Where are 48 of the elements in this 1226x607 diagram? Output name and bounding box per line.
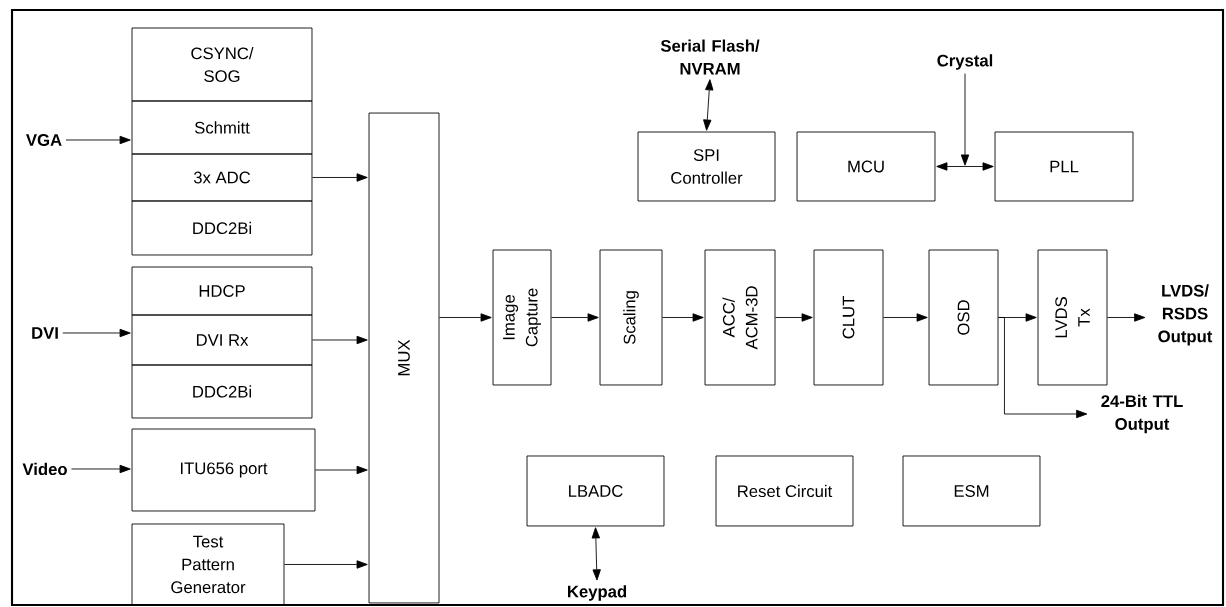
signal-label: DVI [32,327,58,339]
arrow [662,313,704,322]
arrow [284,560,368,569]
block-box: LVDS Tx [1037,249,1108,386]
arrow [71,464,131,474]
arrow [65,135,131,145]
block-box: DVI Rx [131,314,313,366]
block-box: DDC2Bi [131,364,313,419]
arrow [312,173,368,182]
arrow [883,313,928,322]
arrow [439,313,492,322]
arrow [315,465,368,475]
signal-label: 24-Bit TTL Output [1101,394,1183,434]
block-box: LBADC [526,455,665,527]
block-box: Schmitt [131,100,313,155]
signal-label: Serial Flash/ NVRAM [660,39,760,75]
signal-label: Keypad [568,585,627,601]
signal-label: LVDS/ RSDS Output [1158,284,1213,346]
signal-label: VGA [26,134,62,146]
block-box: ITU656 port [131,428,316,512]
block-box: Image Capture [492,249,552,386]
block-box: CLUT [813,249,884,386]
block-box: CSYNC/ SOG [131,27,313,102]
block-box: Scaling [599,249,663,386]
block-box: Reset Circuit [715,455,854,527]
arrow [998,317,1088,419]
block-box: 3x ADC [131,153,313,202]
arrow [62,328,131,338]
arrow [703,79,714,131]
block-box: DDC2Bi [131,200,313,256]
arrow [551,313,599,322]
arrow [312,335,368,345]
block-box: HDCP [131,266,313,316]
block-box: MUX [368,112,440,604]
block-box: ESM [902,455,1041,527]
arrow [960,73,970,166]
block-box: OSD [928,249,999,386]
arrow [775,313,813,322]
signal-label: Video [22,462,67,476]
block-box: PLL [994,131,1134,202]
block-box: MCU [796,131,936,202]
arrow [591,527,601,581]
arrow [1107,313,1146,322]
block-box: ACC/ ACM-3D [704,249,776,386]
arrow [936,162,994,171]
block-box: Test Pattern Generator [131,523,285,606]
block-box: SPI Controller [637,131,776,202]
signal-label: Crystal [937,54,993,70]
